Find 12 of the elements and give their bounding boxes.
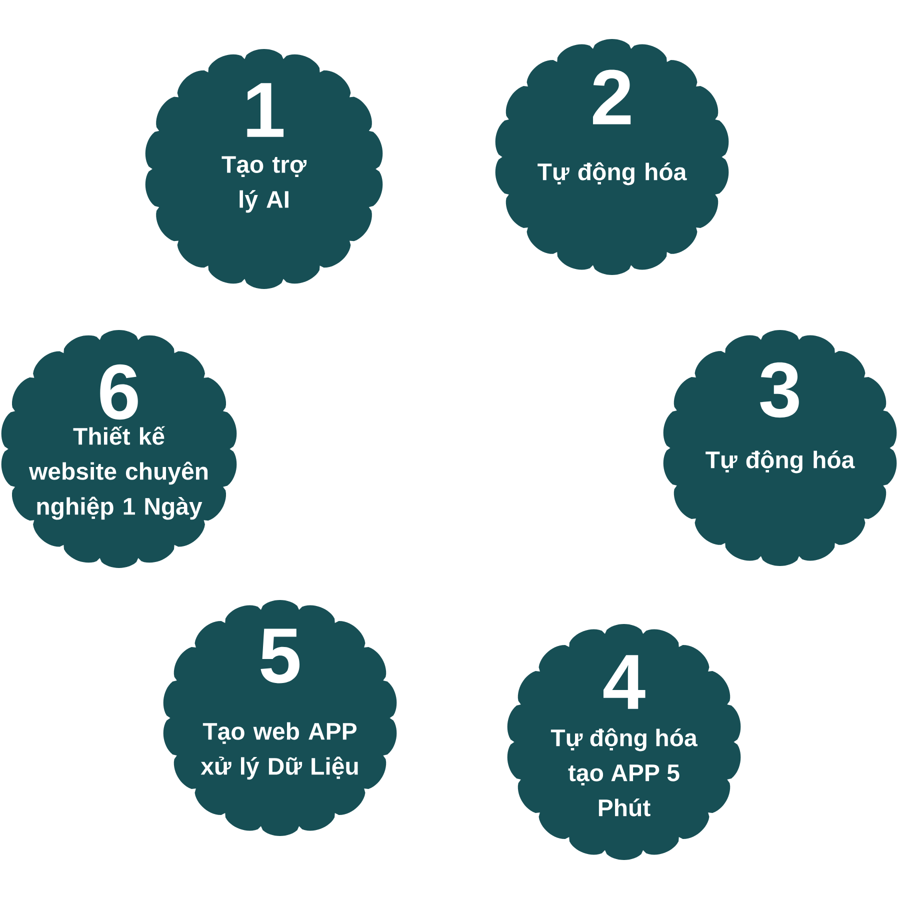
step-number: 3 — [760, 362, 799, 418]
step-number: 4 — [604, 655, 646, 709]
step-number: 5 — [260, 628, 300, 684]
step-number: 6 — [100, 364, 138, 420]
step-label: Tự động hóa tạo APP 5 Phút — [550, 728, 698, 816]
step-label: Tạo trợ lý AI — [222, 156, 307, 213]
step-number: 2 — [593, 70, 631, 124]
step-label: Tự động hóa — [538, 162, 687, 186]
step-number: 1 — [247, 83, 284, 137]
step-label: Tạo web APP xử lý Dữ Liệu — [200, 722, 358, 780]
step-label: Tự động hóa — [706, 450, 855, 474]
step-label: Thiết kế website chuyên nghiệp 1 Ngày — [28, 426, 208, 520]
